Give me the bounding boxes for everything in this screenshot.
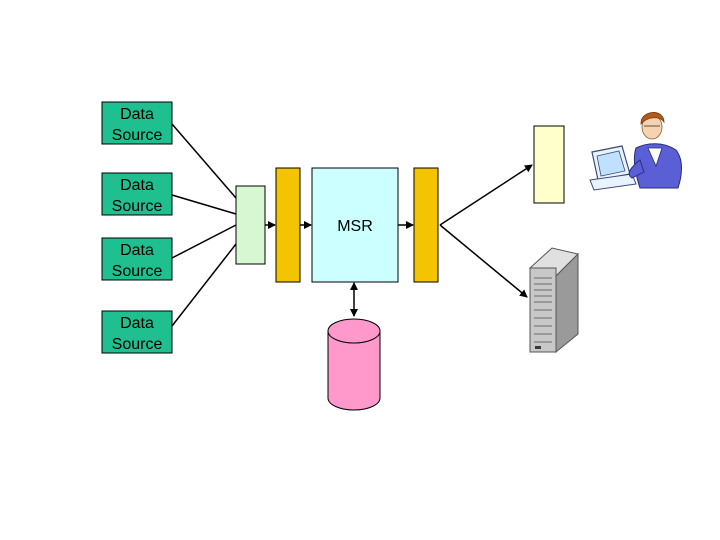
- data-source-1-line2: Source: [112, 127, 163, 144]
- input-adapter: [275, 167, 301, 283]
- data-source-4-line2: Source: [112, 336, 163, 353]
- data-source-2-line2: Source: [112, 198, 163, 215]
- data-source-1: Data Source: [101, 101, 173, 145]
- data-source-3-line1: Data: [120, 242, 154, 259]
- connector-source-2: [171, 194, 237, 215]
- connector-adapter-display: [439, 164, 533, 226]
- connector-source-3: [171, 224, 237, 259]
- msr-box: [311, 167, 399, 283]
- data-source-3-line2: Source: [112, 263, 163, 280]
- connector-adapter-server: [439, 224, 528, 298]
- connector-source-1: [171, 123, 237, 199]
- output-adapter: [413, 167, 439, 283]
- data-source-2-line1: Data: [120, 177, 154, 194]
- user-at-computer-icon: [589, 112, 682, 191]
- data-source-2: Data Source: [101, 172, 173, 216]
- connectors: [171, 123, 533, 327]
- data-source-1-line1: Data: [120, 106, 154, 123]
- staging-box: [235, 185, 266, 265]
- msr-label: MSR: [337, 218, 373, 235]
- display-box: [533, 125, 565, 204]
- data-source-4: Data Source: [101, 310, 173, 354]
- data-source-3: Data Source: [101, 237, 173, 281]
- server-tower-icon: [529, 247, 579, 354]
- database-cylinder-icon: [327, 318, 381, 411]
- data-source-4-line1: Data: [120, 315, 154, 332]
- connector-source-4: [171, 243, 237, 327]
